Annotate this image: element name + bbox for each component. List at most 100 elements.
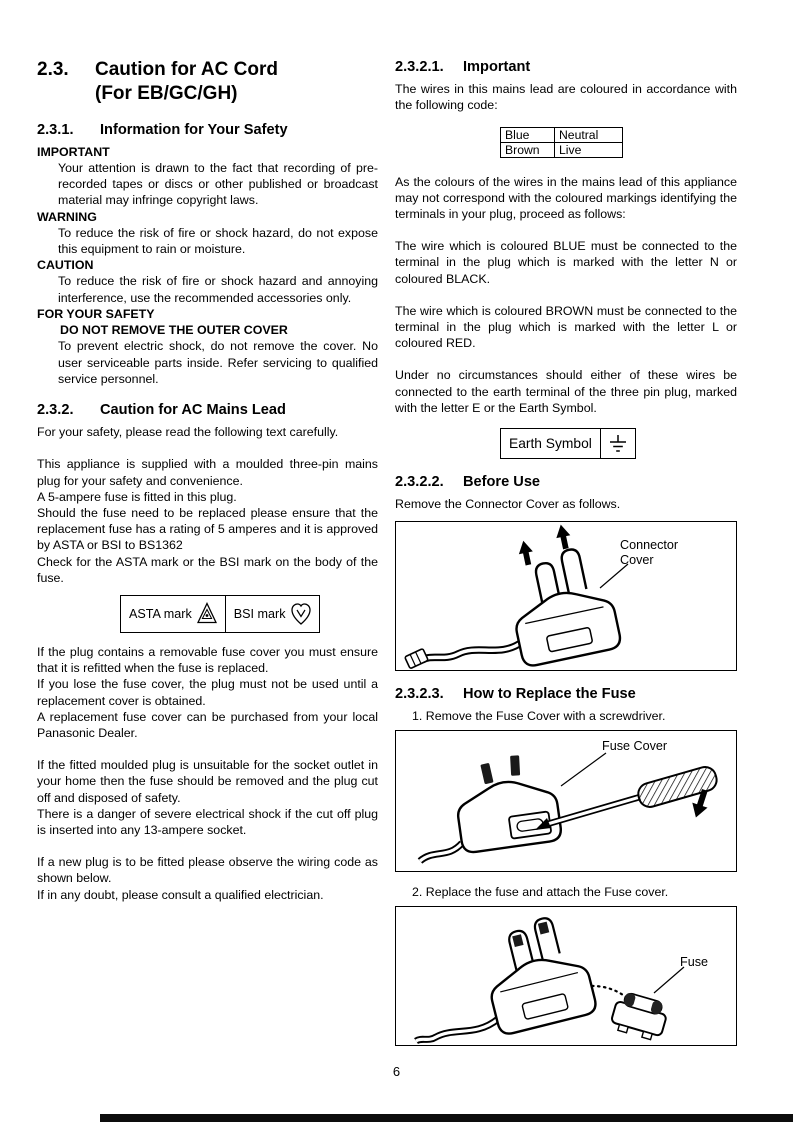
plug-detail [521, 993, 569, 1020]
wire-meaning-cell: Live [554, 141, 623, 158]
paragraph: If in any doubt, please consult a qualif… [37, 887, 324, 902]
plug-detail [546, 626, 593, 652]
left-column: 2.3. Caution for AC Cord(For EB/GC/GH) 2… [37, 58, 378, 903]
section-number: 2.3.2.1. [395, 59, 444, 75]
table-row: Blue Neutral [500, 126, 623, 143]
paragraph: A replacement fuse cover can be purchase… [37, 709, 378, 740]
earth-symbol-figure: Earth Symbol [500, 428, 636, 460]
section-2-3-2-2-heading: 2.3.2.2. Before Use [395, 473, 737, 491]
safety-text: To prevent electric shock, do not remove… [58, 339, 378, 386]
step-1-text: 1. Remove the Fuse Cover with a screwdri… [412, 708, 666, 723]
fuse-cover-figure: Fuse Cover [395, 729, 737, 872]
bsi-kitemark-icon [290, 603, 311, 626]
paragraph: Check for the ASTA mark or the BSI mark … [37, 554, 378, 585]
plug-illustration [456, 755, 562, 854]
section-2-3-2-3-heading: 2.3.2.3. How to Replace the Fuse [395, 685, 737, 703]
cable [417, 840, 465, 864]
table-row: Brown Live [500, 141, 623, 158]
cable [414, 1016, 501, 1045]
wire-colour-cell: Brown [500, 141, 555, 158]
section-number: 2.3.1. [37, 121, 74, 138]
earth-symbol-cell [599, 429, 635, 459]
plug-pin [480, 763, 494, 784]
plug-pin [537, 921, 550, 935]
section-number: 2.3. [37, 59, 69, 80]
section-2-3-heading: 2.3. Caution for AC Cord(For EB/GC/GH) [37, 58, 378, 107]
cover-seam-line [525, 605, 604, 624]
paragraph: Remove the Connector Cover as follows. [395, 497, 621, 512]
for-your-safety-label: FOR YOUR SAFETY [37, 306, 155, 321]
plug-connector-cover-illustration [404, 524, 629, 669]
section-2-3-1-heading: 2.3.1. Information for Your Safety [37, 121, 378, 139]
paragraph: The wire which is coloured BROWN must be… [395, 303, 737, 351]
paragraph: If the fitted moulded plug is unsuitable… [37, 758, 378, 805]
section-number: 2.3.2. [37, 401, 74, 418]
paragraph: The wire which is coloured BLUE must be … [395, 239, 737, 286]
important-text: Your attention is drawn to the fact that… [58, 161, 378, 208]
plug-body [490, 958, 597, 1035]
page-number: 6 [392, 1064, 401, 1079]
fuse-end-cap [624, 993, 636, 1007]
bsi-mark-cell: BSI mark [224, 595, 319, 632]
before-use-figure: Connector Cover [395, 520, 737, 671]
screwdriver-handle [637, 765, 718, 808]
earth-ground-icon [609, 435, 626, 452]
screwdriver-tip [535, 817, 551, 830]
pointer-line [599, 563, 629, 588]
cord-connector [404, 647, 429, 669]
paragraph: Under no circumstances should either of … [395, 368, 737, 415]
screwdriver [535, 765, 718, 830]
up-arrow-icon [556, 524, 571, 549]
earth-symbol-label: Earth Symbol [509, 436, 592, 452]
fuse-end-cap [650, 1001, 663, 1015]
paragraph: For your safety, please read the followi… [37, 425, 339, 440]
wire-meaning-cell: Neutral [554, 126, 623, 143]
fuse-cover-label: Fuse Cover [602, 738, 668, 753]
section-title: Important [463, 59, 531, 75]
section-2-3-2-heading: 2.3.2. Caution for AC Mains Lead [37, 401, 378, 419]
bsi-mark-label: BSI mark [233, 606, 286, 621]
section-title: How to Replace the Fuse [463, 685, 636, 702]
step-2-text: 2. Replace the fuse and attach the Fuse … [412, 884, 669, 899]
section-title-line2: (For EB/GC/GH) [95, 83, 238, 105]
plug-illustration [515, 524, 622, 667]
paragraph: As the colours of the wires in the mains… [395, 174, 737, 222]
down-arrow-icon [692, 788, 708, 818]
plug-fuse-illustration [414, 917, 685, 1045]
paragraph: This appliance is supplied with a moulde… [37, 457, 378, 488]
paragraph: If the plug contains a removable fuse co… [37, 644, 378, 676]
section-title: Caution for AC Cord(For EB/GC/GH) [95, 58, 278, 107]
pointer-line [560, 752, 607, 787]
section-title: Information for Your Safety [100, 121, 288, 138]
paragraph: The wires in this mains lead are coloure… [395, 82, 737, 113]
important-label: IMPORTANT [37, 144, 110, 159]
section-number: 2.3.2.2. [395, 474, 444, 491]
plug-body [515, 591, 622, 667]
cable [404, 638, 525, 669]
connector-cover-piece [560, 547, 588, 597]
section-title: Caution for AC Mains Lead [100, 401, 286, 418]
paragraph: If you lose the fuse cover, the plug mus… [37, 677, 378, 708]
approval-marks-figure: ASTA mark BSI mark [120, 594, 320, 633]
asta-mark-cell: ASTA mark [121, 596, 225, 632]
fuse-assembly [611, 993, 667, 1041]
pointer-line [653, 966, 685, 994]
caution-label: CAUTION [37, 258, 94, 273]
do-not-remove-cover-label: DO NOT REMOVE THE OUTER COVER [60, 323, 288, 338]
caution-text: To reduce the risk of fire or shock haza… [58, 274, 378, 305]
scan-edge-artifact [100, 1114, 793, 1122]
plug-pin [510, 755, 521, 776]
section-number: 2.3.2.3. [395, 685, 444, 702]
fuse-holder-foot [616, 1023, 630, 1034]
section-title: Before Use [463, 474, 541, 491]
fuse-figure: Fuse [395, 906, 737, 1047]
paragraph: There is a danger of severe electrical s… [37, 806, 378, 837]
warning-label: WARNING [37, 209, 97, 224]
plug-pin [512, 934, 524, 948]
plug-screwdriver-illustration [417, 752, 718, 864]
right-column: 2.3.2.1. Important The wires in this mai… [395, 58, 737, 1047]
wire-colour-table: Blue Neutral Brown Live [500, 126, 623, 158]
paragraph: A 5-ampere fuse is fitted in this plug. [37, 489, 237, 504]
asta-mark-icon [196, 602, 217, 624]
